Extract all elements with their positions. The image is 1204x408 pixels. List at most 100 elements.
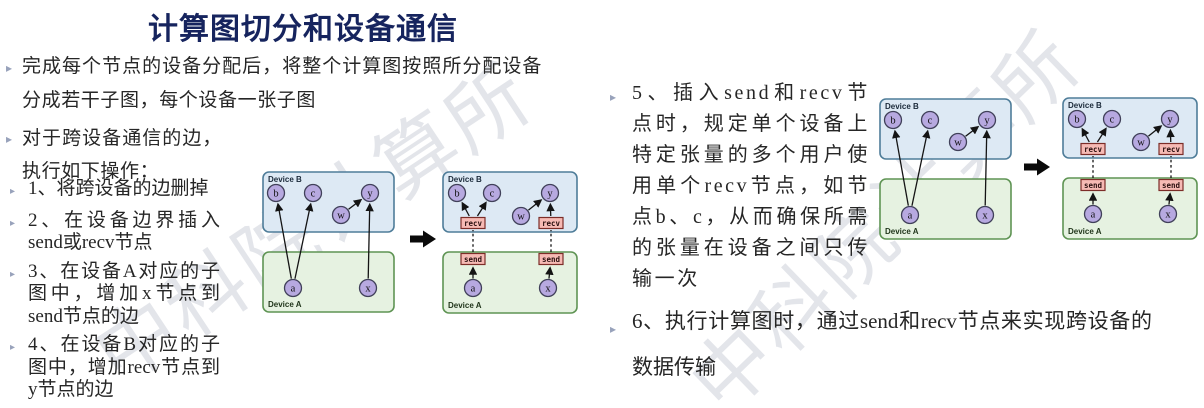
op-node-label: send (1162, 181, 1180, 190)
var-node-a (283, 278, 303, 298)
var-node-c (1102, 109, 1122, 129)
op-node-recv1 (460, 216, 486, 230)
var-node-b (883, 110, 903, 130)
var-node-label: y (984, 116, 990, 127)
op-node-label: recv (1162, 145, 1181, 154)
var-node-label: b (890, 116, 895, 127)
bullet-icon: ▸ (610, 90, 619, 104)
device-box-device-b (442, 171, 578, 233)
edge-recv1-b (461, 201, 470, 217)
bullet-icon: ▸ (6, 61, 13, 75)
device-label: Device B (1068, 101, 1102, 110)
var-node-w (511, 206, 531, 226)
var-node-y (540, 183, 560, 203)
device-label: Device B (268, 175, 302, 184)
op-node-label: send (1084, 181, 1102, 190)
var-node-label: b (454, 189, 459, 200)
op-node-label: send (464, 255, 482, 264)
var-node-label: w (954, 138, 962, 149)
edge-a-c (294, 202, 314, 279)
var-node-c (482, 183, 502, 203)
edge-a-b (275, 202, 292, 279)
edge-x-send2 (545, 266, 554, 279)
bullet-item-1: ▸ 完成每个节点的设备分配后，将整个计算图按照所分配设备分成若干子图，每个设备一… (6, 50, 542, 118)
var-node-w (331, 205, 351, 225)
var-node-x (358, 278, 378, 298)
device-box-device-b (1062, 97, 1198, 159)
var-node-x (1158, 204, 1178, 224)
sub-bullet-text: 3、在设备A对应的子图中，增加x节点到send节点的边 (28, 260, 220, 327)
transform-arrow-icon (410, 230, 436, 248)
op-node-recv2 (1158, 142, 1184, 156)
device-label: Device B (885, 102, 919, 111)
edge-a-c (911, 129, 931, 206)
var-node-label: x (1165, 210, 1171, 221)
var-node-w (948, 132, 968, 152)
var-node-label: b (1074, 115, 1079, 126)
bullet-icon: ▸ (610, 322, 617, 336)
device-label: Device A (268, 300, 302, 309)
sub-bullet-2: ▸ 2、在设备边界插入send或recv节点 (10, 210, 240, 255)
edge-w-y (965, 125, 980, 137)
device-box-device-b (879, 98, 1012, 160)
var-node-a (900, 205, 920, 225)
bullet-text: 对于跨设备通信的边，执行如下操作： (22, 128, 222, 182)
sub-bullet-1: ▸ 1、将跨设备的边删掉 (10, 178, 240, 204)
var-node-label: a (1091, 210, 1096, 221)
op-node-label: recv (542, 219, 561, 228)
device-label: Device A (448, 301, 482, 310)
bullet-icon: ▸ (10, 217, 16, 229)
var-node-b (447, 183, 467, 203)
transform-arrow-icon (1024, 158, 1050, 176)
bullet-text: 6、执行计算图时，通过send和recv节点来实现跨设备的数据传输 (632, 309, 1152, 379)
var-node-a (1083, 204, 1103, 224)
var-node-label: w (1137, 138, 1145, 149)
var-node-label: x (545, 284, 551, 295)
sub-bullet-4: ▸ 4、在设备B对应的子图中，增加recv节点到y节点的边 (10, 334, 240, 402)
edge-w-y (528, 199, 543, 211)
bullet-icon: ▸ (10, 268, 16, 280)
op-node-label: send (542, 255, 560, 264)
graph-before-3: Device B Device A b c y w a x (879, 98, 1012, 240)
var-node-label: a (908, 211, 913, 222)
var-node-label: c (311, 189, 316, 200)
var-node-c (303, 183, 323, 203)
edge-w-y (1148, 125, 1163, 137)
edge-recv1-c (476, 201, 487, 217)
edge-a-b (892, 129, 909, 206)
var-node-y (360, 183, 380, 203)
var-node-label: a (291, 284, 296, 295)
op-node-label: recv (464, 219, 483, 228)
device-box-device-a (879, 178, 1012, 240)
var-node-label: x (982, 211, 988, 222)
var-node-label: c (928, 116, 933, 127)
var-node-c (920, 110, 940, 130)
sub-bullet-list: ▸ 1、将跨设备的边删掉 ▸ 2、在设备边界插入send或recv节点 ▸ 3、… (10, 178, 240, 408)
var-node-label: w (517, 212, 525, 223)
var-node-b (1067, 109, 1087, 129)
var-node-label: a (471, 284, 476, 295)
device-label: Device B (448, 175, 482, 184)
device-label: Device A (885, 227, 919, 236)
op-node-send2 (538, 252, 564, 266)
var-node-y (1160, 109, 1180, 129)
device-box-device-a (262, 251, 395, 313)
edge-recv1-c (1096, 127, 1107, 143)
bullet-text: 完成每个节点的设备分配后，将整个计算图按照所分配设备分成若干子图，每个设备一张子… (22, 56, 542, 111)
var-node-label: c (1110, 115, 1115, 126)
op-node-recv1 (1080, 142, 1106, 156)
var-node-label: y (367, 189, 373, 200)
var-node-label: x (365, 284, 371, 295)
device-label: Device A (1068, 227, 1102, 236)
var-node-x (975, 205, 995, 225)
var-node-x (538, 278, 558, 298)
bullet-item-6: ▸ 6、执行计算图时，通过send和recv节点来实现跨设备的数据传输 (610, 298, 1152, 390)
bullet-icon: ▸ (6, 132, 13, 146)
var-node-a (463, 278, 483, 298)
device-box-device-a (442, 251, 578, 314)
var-node-label: b (273, 189, 278, 200)
op-node-send1 (460, 252, 486, 266)
